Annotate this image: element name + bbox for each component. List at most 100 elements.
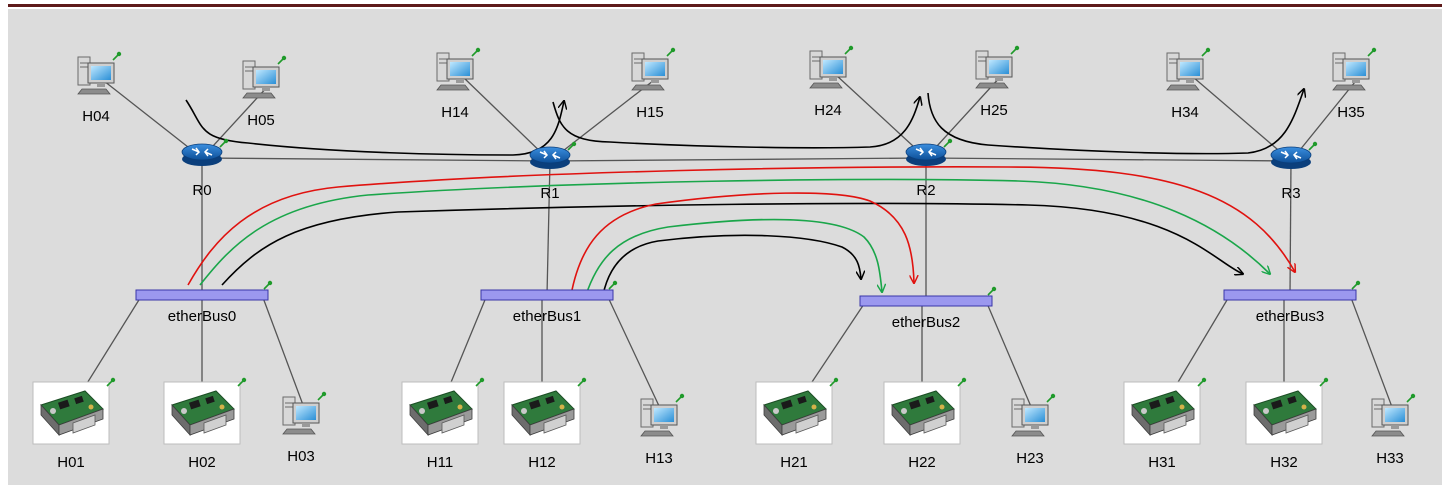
workstation-icon xyxy=(1371,398,1409,437)
node-label: H32 xyxy=(1270,454,1298,471)
host-h22[interactable]: H22 xyxy=(883,377,967,471)
node-label: H21 xyxy=(780,454,808,471)
status-pin-icon xyxy=(1046,393,1056,403)
node-label: H15 xyxy=(636,104,664,121)
status-pin-icon xyxy=(112,51,122,61)
status-pin-icon xyxy=(943,138,953,148)
host-h12[interactable]: H12 xyxy=(503,377,587,471)
status-pin-icon xyxy=(608,280,618,290)
ether-bus-3[interactable]: etherBus3 xyxy=(1223,280,1361,325)
link-r1-etherbus1 xyxy=(546,160,551,296)
host-h33[interactable]: H33 xyxy=(1371,393,1416,467)
node-label: etherBus0 xyxy=(168,308,236,325)
node-label: H31 xyxy=(1148,454,1176,471)
status-pin-icon xyxy=(106,377,116,387)
link-r2-r3 xyxy=(925,157,1292,162)
ether-bus-0[interactable]: etherBus0 xyxy=(135,280,273,325)
host-h34[interactable]: H34 xyxy=(1166,47,1211,121)
host-h13[interactable]: H13 xyxy=(640,393,685,467)
router-icon xyxy=(529,146,571,169)
workstation-icon xyxy=(436,52,474,91)
status-pin-icon xyxy=(1319,377,1329,387)
status-pin-icon xyxy=(1197,377,1207,387)
status-pin-icon xyxy=(219,138,229,148)
node-label: H01 xyxy=(57,454,85,471)
router-r0[interactable]: R0 xyxy=(181,138,229,199)
router-r1[interactable]: R1 xyxy=(529,141,577,202)
host-h25[interactable]: H25 xyxy=(975,45,1020,119)
node-label: H24 xyxy=(814,102,842,119)
host-h15[interactable]: H15 xyxy=(631,47,676,121)
host-h35[interactable]: H35 xyxy=(1332,47,1377,121)
node-label: R0 xyxy=(192,182,211,199)
node-label: H05 xyxy=(247,112,275,129)
link-h25-r2 xyxy=(925,74,1003,159)
link-r1-r2 xyxy=(549,157,927,162)
ecu-board-icon xyxy=(1245,381,1323,445)
workstation-icon xyxy=(1166,52,1204,91)
status-pin-icon xyxy=(1406,393,1416,403)
node-label: etherBus2 xyxy=(892,314,960,331)
workstation-icon xyxy=(631,52,669,91)
host-h05[interactable]: H05 xyxy=(242,55,287,129)
flow-arrow-green-etherbus1-to-etherbus2 xyxy=(585,218,882,296)
router-icon xyxy=(1270,146,1312,169)
host-h31[interactable]: H31 xyxy=(1123,377,1207,471)
host-h01[interactable]: H01 xyxy=(32,377,116,471)
ether-bus-icon xyxy=(1223,289,1357,301)
node-label: H25 xyxy=(980,102,1008,119)
host-h24[interactable]: H24 xyxy=(809,45,854,119)
router-r3[interactable]: R3 xyxy=(1270,141,1318,202)
status-pin-icon xyxy=(277,55,287,65)
host-h04[interactable]: H04 xyxy=(77,51,122,125)
link-r3-etherbus3 xyxy=(1289,160,1292,296)
flow-arrow-black-h25-to-h34 xyxy=(927,89,1304,155)
workstation-icon xyxy=(77,56,115,95)
node-label: etherBus1 xyxy=(513,308,581,325)
link-h14-r1 xyxy=(462,76,551,162)
link-h03-etherbus0 xyxy=(261,294,310,422)
flow-arrow-black-h14-to-h24 xyxy=(552,97,920,149)
node-label: R3 xyxy=(1281,185,1300,202)
status-pin-icon xyxy=(1367,47,1377,57)
top-border-rule xyxy=(8,4,1442,7)
host-h14[interactable]: H14 xyxy=(436,47,481,121)
node-label: H35 xyxy=(1337,104,1365,121)
ether-bus-2[interactable]: etherBus2 xyxy=(859,286,997,331)
router-icon xyxy=(181,143,223,166)
status-pin-icon xyxy=(577,377,587,387)
traffic-flow-layer xyxy=(185,89,1304,296)
workstation-icon xyxy=(640,398,678,437)
host-h11[interactable]: H11 xyxy=(401,377,485,471)
ecu-board-icon xyxy=(163,381,241,445)
link-h35-r3 xyxy=(1290,76,1360,162)
host-h02[interactable]: H02 xyxy=(163,377,247,471)
link-h04-r0 xyxy=(103,80,203,159)
host-h23[interactable]: H23 xyxy=(1011,393,1056,467)
workstation-icon xyxy=(242,60,280,99)
node-label: H23 xyxy=(1016,450,1044,467)
node-label: etherBus3 xyxy=(1256,308,1324,325)
ecu-board-icon xyxy=(503,381,581,445)
node-label: H03 xyxy=(287,448,315,465)
link-h13-etherbus1 xyxy=(606,294,668,424)
ether-bus-icon xyxy=(859,295,993,307)
workstation-icon xyxy=(1332,52,1370,91)
router-r2[interactable]: R2 xyxy=(905,138,953,199)
workstation-icon xyxy=(975,50,1013,89)
flow-arrow-black-etherbus1-to-etherbus2 xyxy=(602,234,861,296)
host-h03[interactable]: H03 xyxy=(282,391,327,465)
ecu-board-icon xyxy=(755,381,833,445)
host-h32[interactable]: H32 xyxy=(1245,377,1329,471)
status-pin-icon xyxy=(471,47,481,57)
host-h21[interactable]: H21 xyxy=(755,377,839,471)
ecu-board-icon xyxy=(883,381,961,445)
node-label: H22 xyxy=(908,454,936,471)
ether-bus-1[interactable]: etherBus1 xyxy=(480,280,618,325)
status-pin-icon xyxy=(987,286,997,296)
ecu-board-icon xyxy=(1123,381,1201,445)
ecu-board-icon xyxy=(32,381,110,445)
flow-arrow-black-etherbus0-to-etherbus3 xyxy=(221,202,1243,286)
